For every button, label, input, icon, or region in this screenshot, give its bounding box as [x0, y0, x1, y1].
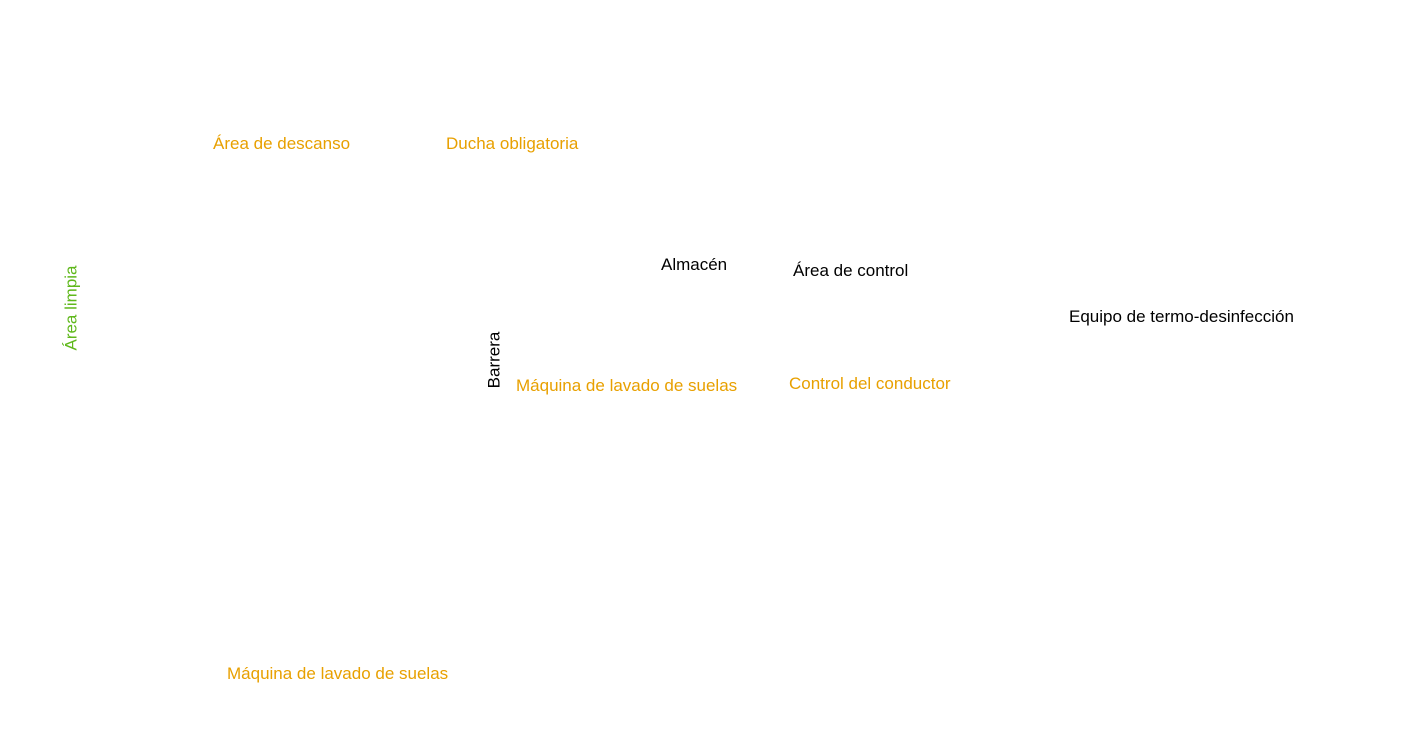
barrier-label: Barrera — [484, 331, 504, 389]
clean-area-label: Área limpia — [61, 265, 81, 351]
thermo-disinfection-label: Equipo de termo-desinfección — [1069, 307, 1294, 326]
mandatory-shower-label: Ducha obligatoria — [446, 134, 579, 153]
sole-wash-machine-label-center: Máquina de lavado de suelas — [516, 376, 738, 395]
warehouse-label: Almacén — [661, 255, 728, 274]
driver-control-label: Control del conductor — [789, 374, 951, 393]
sole-wash-machine-label-bottom: Máquina de lavado de suelas — [227, 664, 449, 683]
rest-area-label: Área de descanso — [213, 134, 351, 153]
control-area-label: Área de control — [793, 261, 909, 280]
